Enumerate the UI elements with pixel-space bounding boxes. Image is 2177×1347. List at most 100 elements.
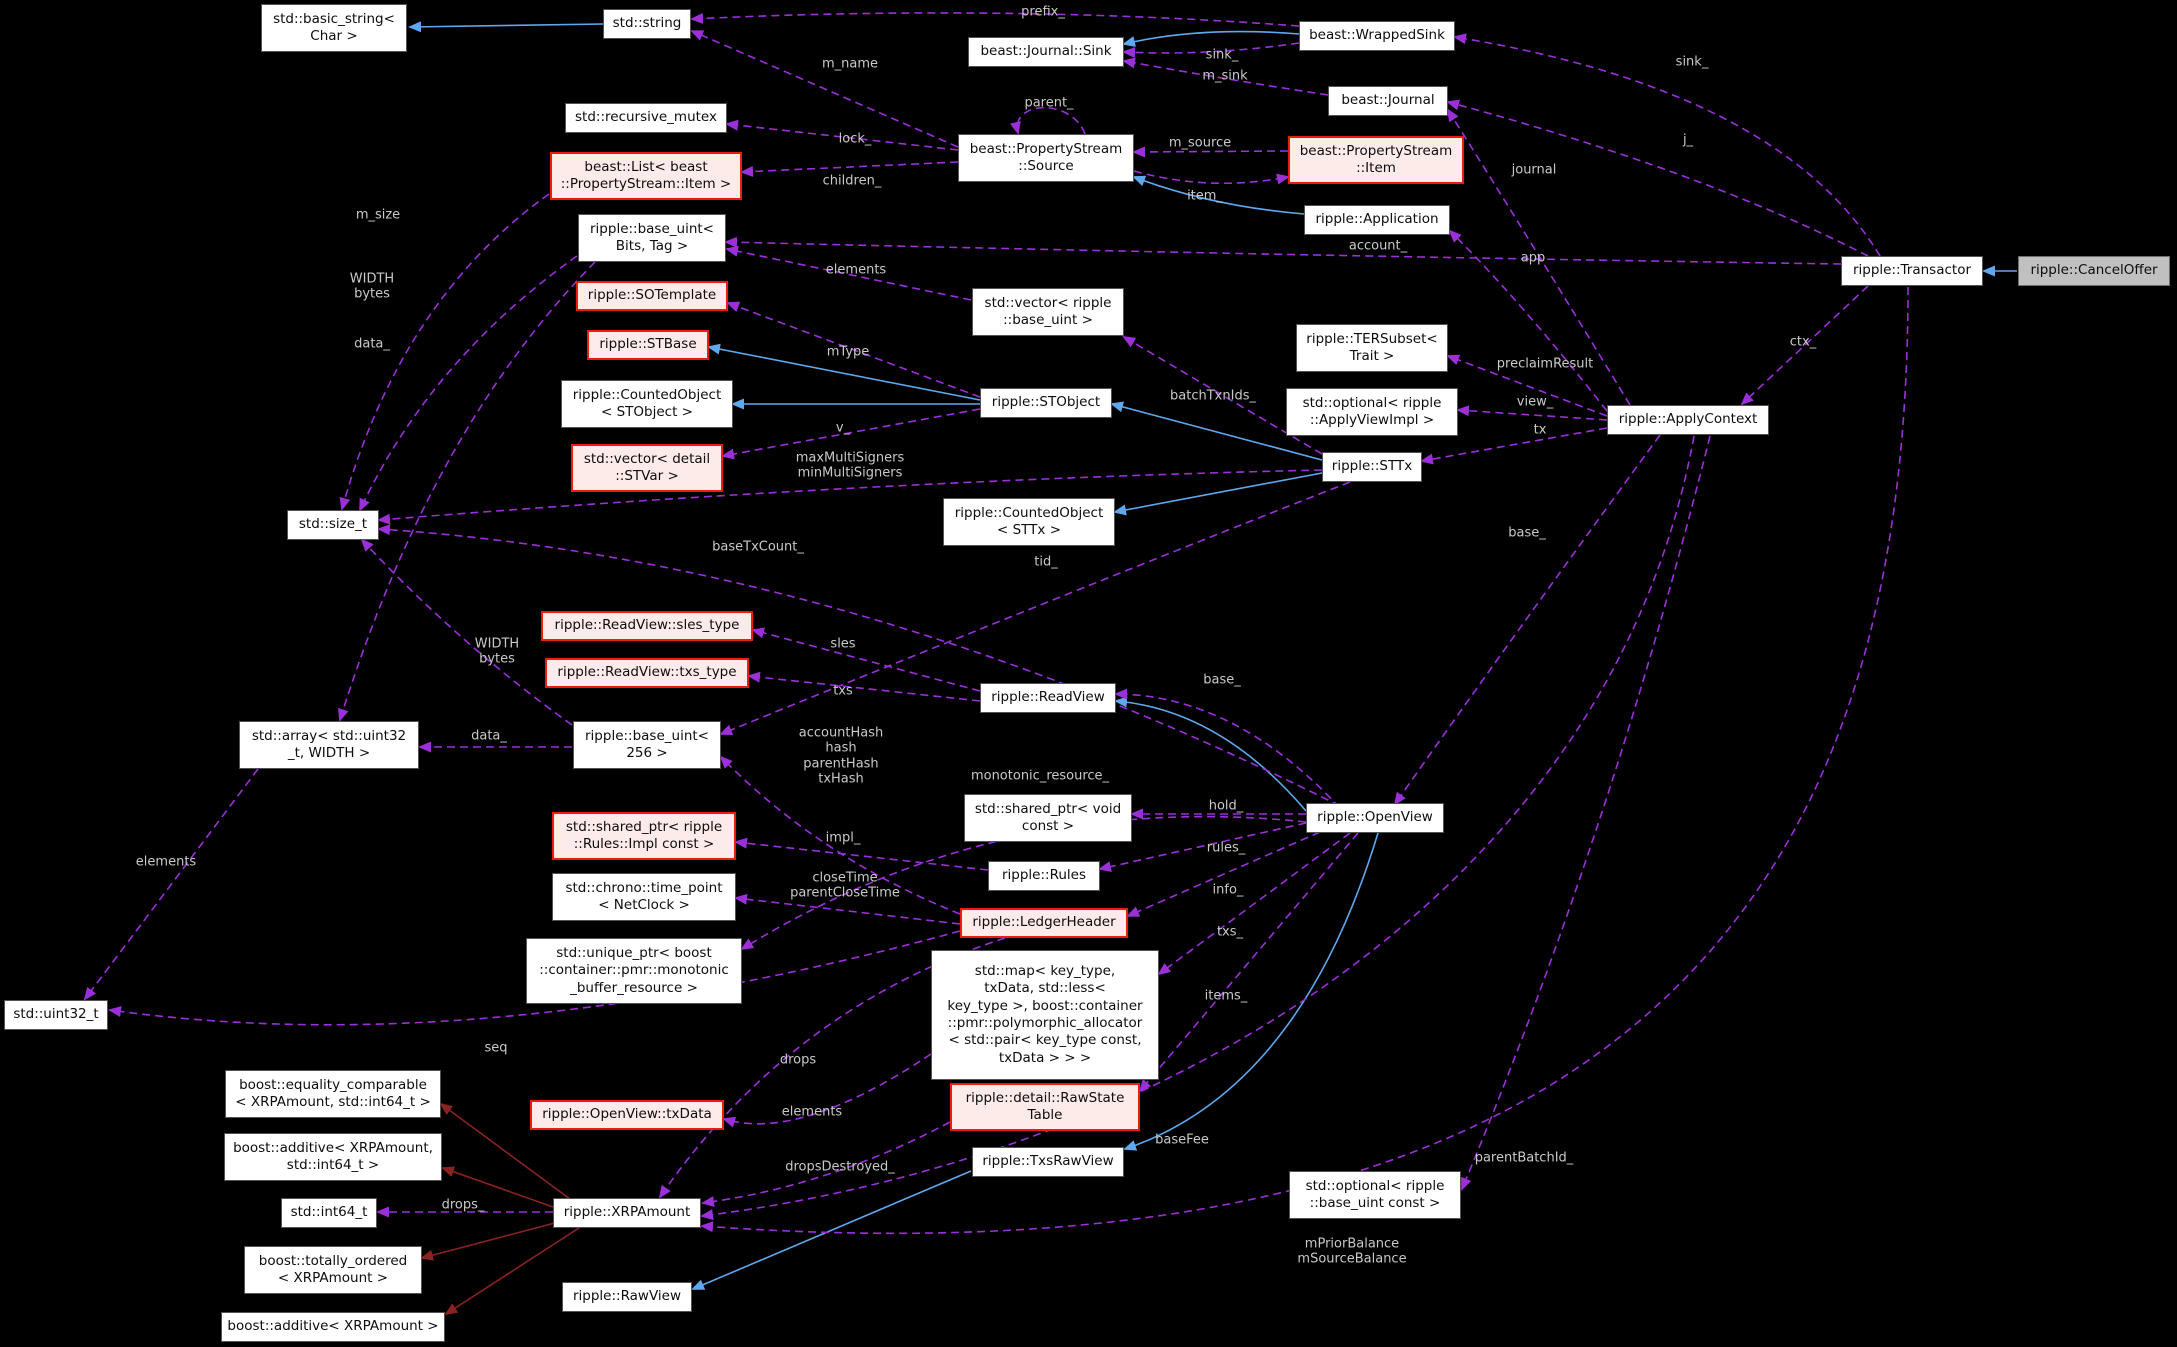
node-label: ::base_uint > — [1003, 312, 1093, 328]
edge-59 — [1461, 435, 1711, 1191]
node-size_t[interactable]: std::size_t — [287, 510, 379, 540]
edge-64 — [83, 768, 259, 1001]
edge-15 — [690, 30, 959, 148]
node-vector_base_uint[interactable]: std::vector< ripple::base_uint > — [972, 288, 1124, 336]
node-canceloffer[interactable]: ripple::CancelOffer — [2018, 256, 2170, 286]
node-transactor[interactable]: ripple::Transactor — [1841, 256, 1983, 286]
node-applycontext[interactable]: ripple::ApplyContext — [1607, 405, 1769, 435]
node-label: ripple::ReadView — [991, 689, 1105, 706]
node-map_txdata[interactable]: std::map< key_type,txData, std::less<key… — [931, 950, 1159, 1080]
edge-55 — [108, 930, 961, 1026]
edge-38 — [721, 408, 981, 460]
node-uint32_t[interactable]: std::uint32_t — [4, 1000, 108, 1030]
node-label: beast::PropertyStream — [1299, 142, 1453, 159]
node-sotemplate[interactable]: ripple::SOTemplate — [576, 281, 728, 311]
node-xrpamount[interactable]: ripple::XRPAmount — [553, 1198, 701, 1228]
node-txsrawview[interactable]: ripple::TxsRawView — [972, 1147, 1124, 1177]
node-label: Trait > — [1349, 348, 1395, 364]
node-shared_rules_impl[interactable]: std::shared_ptr< ripple::Rules::Impl con… — [552, 812, 736, 860]
node-sttx[interactable]: ripple::STTx — [1322, 452, 1422, 482]
node-label: std::string — [612, 15, 682, 32]
node-label: std::recursive_mutex — [575, 109, 717, 126]
edge-34 — [377, 469, 1323, 525]
node-counted_sttx[interactable]: ripple::CountedObject< STTx > — [943, 498, 1115, 546]
node-unique_ptr_mono[interactable]: std::unique_ptr< boost::container::pmr::… — [526, 938, 742, 1004]
node-std_string[interactable]: std::string — [603, 9, 691, 39]
node-ledgerheader[interactable]: ripple::LedgerHeader — [960, 908, 1128, 938]
node-tersubset[interactable]: ripple::TERSubset<Trait > — [1296, 324, 1448, 372]
node-ps_item[interactable]: beast::PropertyStream::Item — [1288, 136, 1464, 184]
edge-22 — [725, 119, 959, 151]
node-label: txData > > > — [998, 1049, 1092, 1066]
node-ps_source[interactable]: beast::PropertyStream::Source — [958, 134, 1134, 182]
node-label: < STObject > — [601, 404, 693, 420]
node-label: < XRPAmount > — [277, 1270, 389, 1286]
node-sles_type[interactable]: ripple::ReadView::sles_type — [541, 611, 753, 641]
node-label: ripple::STObject — [991, 394, 1101, 411]
node-stobject[interactable]: ripple::STObject — [980, 388, 1112, 418]
edge-0 — [408, 21, 604, 33]
node-boost_add2[interactable]: boost::additive< XRPAmount,std::int64_t … — [224, 1133, 442, 1181]
node-label: boost::equality_comparable — [239, 1076, 427, 1093]
node-label: ripple::RawView — [572, 1288, 682, 1305]
edge-3 — [707, 343, 981, 401]
edge-19 — [1010, 106, 1086, 135]
edge-18 — [1122, 57, 1329, 96]
node-label: ::pmr::polymorphic_allocator — [947, 1015, 1143, 1031]
node-application[interactable]: ripple::Application — [1304, 205, 1450, 235]
node-boost_tot[interactable]: boost::totally_ordered< XRPAmount > — [244, 1246, 422, 1294]
node-journal[interactable]: beast::Journal — [1328, 86, 1448, 116]
node-array_uint32[interactable]: std::array< std::uint32_t, WIDTH > — [239, 721, 419, 769]
node-wrapped_sink[interactable]: beast::WrappedSink — [1299, 21, 1455, 51]
node-label: std::chrono::time_point — [565, 879, 723, 896]
edge-2 — [1132, 175, 1305, 215]
node-beast_list[interactable]: beast::List< beast::PropertyStream::Item… — [550, 152, 742, 200]
node-label: std::map< key_type, — [974, 963, 1116, 980]
node-label: boost::additive< XRPAmount > — [227, 1318, 439, 1335]
node-basic_string[interactable]: std::basic_string<Char > — [261, 4, 407, 52]
node-label: ripple::STBase — [599, 336, 697, 353]
node-label: beast::WrappedSink — [1309, 27, 1445, 44]
node-journal_sink[interactable]: beast::Journal::Sink — [968, 37, 1124, 67]
node-rules[interactable]: ripple::Rules — [988, 861, 1100, 891]
edge-5 — [1110, 401, 1323, 461]
node-label: std::optional< ripple — [1305, 1177, 1445, 1194]
node-label: ::Rules::Impl const > — [573, 836, 715, 852]
edge-40 — [747, 671, 981, 702]
node-label: _t, WIDTH > — [287, 745, 371, 761]
node-label: < std::pair< key_type const, — [948, 1032, 1142, 1049]
edge-12 — [441, 1166, 554, 1208]
node-base_uint_bits[interactable]: ripple::base_uint<Bits, Tag > — [578, 214, 726, 262]
node-recursive_mutex[interactable]: std::recursive_mutex — [565, 103, 727, 133]
edge-37 — [726, 301, 981, 398]
node-int64[interactable]: std::int64_t — [281, 1198, 377, 1228]
edge-60 — [359, 255, 578, 512]
node-counted_stobject[interactable]: ripple::CountedObject< STObject > — [561, 380, 733, 428]
edge-21 — [1133, 170, 1290, 185]
node-txs_type[interactable]: ripple::ReadView::txs_type — [545, 658, 749, 688]
node-txdata[interactable]: ripple::OpenView::txData — [530, 1100, 724, 1130]
edge-29 — [1740, 285, 1869, 406]
edge-35 — [719, 481, 1351, 735]
node-boost_eq[interactable]: boost::equality_comparable< XRPAmount, s… — [225, 1070, 441, 1118]
node-time_point[interactable]: std::chrono::time_point< NetClock > — [552, 873, 736, 921]
node-label: ripple::STTx — [1331, 458, 1413, 475]
node-base_uint_256[interactable]: ripple::base_uint<256 > — [573, 721, 721, 769]
node-boost_add1[interactable]: boost::additive< XRPAmount > — [221, 1312, 445, 1342]
node-vector_stvar[interactable]: std::vector< detail::STVar > — [571, 444, 723, 492]
node-rawview[interactable]: ripple::RawView — [562, 1282, 692, 1312]
node-label: key_type >, boost::container — [947, 997, 1143, 1014]
node-stbase[interactable]: ripple::STBase — [587, 330, 709, 360]
node-optional_applyview[interactable]: std::optional< ripple::ApplyViewImpl > — [1286, 388, 1458, 436]
node-label: ripple::TxsRawView — [982, 1153, 1114, 1170]
edge-42 — [1393, 434, 1661, 806]
edge-1 — [1122, 30, 1300, 47]
node-optional_base_uint[interactable]: std::optional< ripple::base_uint const > — [1289, 1171, 1461, 1219]
edge-31 — [1456, 405, 1608, 421]
node-readview[interactable]: ripple::ReadView — [980, 683, 1116, 713]
node-openview[interactable]: ripple::OpenView — [1306, 803, 1444, 833]
edge-36 — [377, 524, 1341, 807]
